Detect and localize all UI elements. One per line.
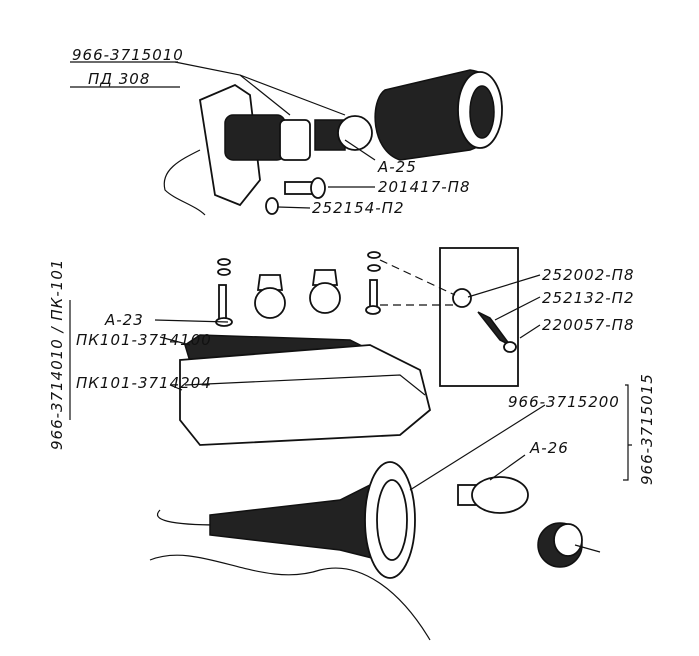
label-pk101-3714204: ПК101-3714204 <box>76 374 212 392</box>
inset-box <box>379 247 519 387</box>
washer-252154-drawing <box>265 197 279 215</box>
label-a26: А-26 <box>529 439 569 457</box>
label-220057-p8: 220057-П8 <box>542 316 635 334</box>
connector-plug-drawing <box>537 522 601 568</box>
screw-201417-drawing <box>284 177 326 199</box>
label-252132-p2: 252132-П2 <box>542 289 635 307</box>
label-group-right: 966-3715015 <box>638 373 656 485</box>
lamp-housing-plate <box>163 83 311 216</box>
bulb-a25-drawing <box>314 115 373 151</box>
label-252002-p8: 252002-П8 <box>542 266 635 284</box>
label-966-3715200: 966-3715200 <box>508 393 620 411</box>
screws-and-bulbs <box>215 251 381 327</box>
label-a23: А-23 <box>104 311 144 329</box>
leader-lines <box>69 61 632 491</box>
label-group-left: 966-3714010 / ПК-101 <box>48 259 66 450</box>
label-pd-308: ПД 308 <box>88 70 150 88</box>
bulb-a26-drawing <box>457 476 529 514</box>
portable-lamp-drawing <box>149 461 431 641</box>
label-966-3715010: 966-3715010 <box>72 46 184 64</box>
label-a25: А-25 <box>377 158 417 176</box>
label-252154-p2: 252154-П2 <box>312 199 405 217</box>
label-pk101-3714100: ПК101-3714100 <box>76 331 212 349</box>
housing-drawing <box>179 344 432 446</box>
label-201417-p8: 201417-П8 <box>378 178 471 196</box>
lamp-cap-drawing <box>374 69 503 161</box>
